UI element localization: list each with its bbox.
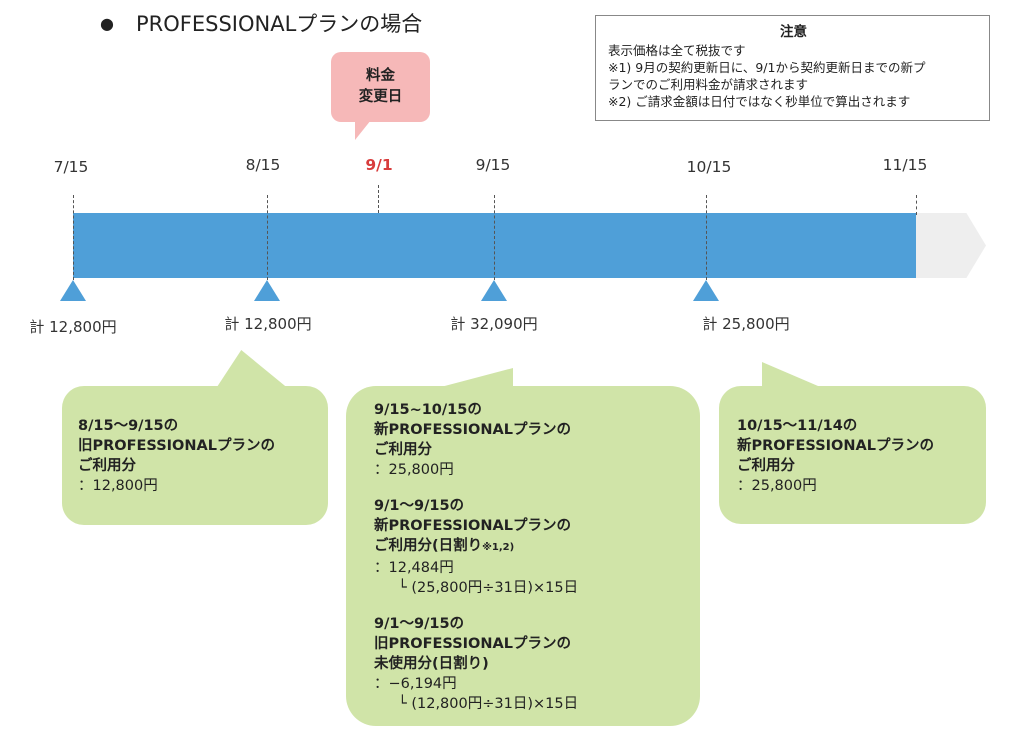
billing-total: 計 32,090円 (450, 315, 538, 333)
box-calculation: └ (12,800円÷31日)×15日 (398, 696, 579, 712)
box-line: ご利用分 (374, 442, 432, 458)
notice-line: ※2) ご請求金額は日付ではなく秒単位で算出されます (608, 94, 911, 109)
date-label: 8/15 (245, 156, 281, 174)
notice-line: ランでのご利用料金が請求されます (608, 77, 809, 92)
date-label-change: 9/1 (365, 156, 393, 174)
box-line: 旧PROFESSIONALプランの (374, 636, 571, 652)
timeline-arrow-head (916, 213, 986, 278)
box-line: ご利用分 (737, 458, 795, 474)
tick-line (73, 195, 74, 280)
box-value: ：25,800円 (737, 478, 817, 494)
price-change-callout: 料金 変更日 (331, 52, 430, 122)
usage-box-transition: 9/15~10/15の 新PROFESSIONALプランの ご利用分 ：25,8… (346, 386, 700, 726)
callout-pointer (355, 120, 371, 140)
box-line: ご利用分 (78, 458, 136, 474)
box-value: ：−6,194円 (374, 676, 457, 692)
tick-line (267, 195, 268, 280)
notice-title: 注意 (780, 24, 807, 40)
box-value: ：12,484円 (374, 560, 454, 576)
tick-line (494, 195, 495, 280)
box-line: 9/15~10/15の (374, 402, 482, 418)
box-line: 旧PROFESSIONALプランの (78, 438, 275, 454)
date-label: 10/15 (686, 158, 732, 176)
box-value: ：25,800円 (374, 462, 454, 478)
heading-text: PROFESSIONALプランの場合 (136, 12, 423, 36)
callout-line: 変更日 (358, 89, 403, 105)
billing-marker-icon (254, 280, 280, 301)
box-line: 未使用分(日割り) (374, 656, 489, 672)
tick-line (916, 195, 917, 215)
billing-marker-icon (60, 280, 86, 301)
tick-line (378, 185, 379, 213)
billing-marker-icon (481, 280, 507, 301)
usage-box-old-plan: 8/15〜9/15の 旧PROFESSIONALプランの ご利用分 ：12,80… (62, 386, 328, 525)
box-line: 8/15〜9/15の (78, 418, 179, 434)
box-line: 9/1〜9/15の (374, 498, 465, 514)
billing-total: 計 12,800円 (224, 315, 312, 333)
date-label: 11/15 (882, 156, 928, 174)
box-value: ：12,800円 (78, 478, 158, 494)
box-line: 9/1〜9/15の (374, 616, 465, 632)
box-line: ご利用分(日割り (374, 538, 483, 554)
box-line: 新PROFESSIONALプランの (737, 438, 934, 454)
tick-line (706, 195, 707, 280)
callout-line: 料金 (366, 68, 395, 84)
box-calculation: └ (25,800円÷31日)×15日 (398, 580, 579, 596)
usage-box-new-plan: 10/15〜11/14の 新PROFESSIONALプランの ご利用分 ：25,… (719, 386, 986, 524)
notice-box: 注意 表示価格は全て税抜です ※1) 9月の契約更新日に、9/1から契約更新日ま… (595, 15, 990, 121)
footnote-ref: ※1,2) (482, 542, 515, 553)
billing-total: 計 25,800円 (702, 315, 790, 333)
box-pointer (215, 350, 290, 390)
notice-line: ※1) 9月の契約更新日に、9/1から契約更新日までの新プ (608, 60, 926, 75)
page-heading: ● PROFESSIONALプランの場合 (100, 8, 422, 38)
date-label: 9/15 (475, 156, 511, 174)
box-line: 新PROFESSIONALプランの (374, 422, 571, 438)
date-label: 7/15 (53, 158, 89, 176)
box-line: 10/15〜11/14の (737, 418, 858, 434)
billing-total: 計 12,800円 (29, 318, 117, 336)
bullet-icon: ● (100, 14, 114, 33)
box-line: 新PROFESSIONALプランの (374, 518, 571, 534)
notice-line: 表示価格は全て税抜です (608, 43, 746, 58)
billing-marker-icon (693, 280, 719, 301)
